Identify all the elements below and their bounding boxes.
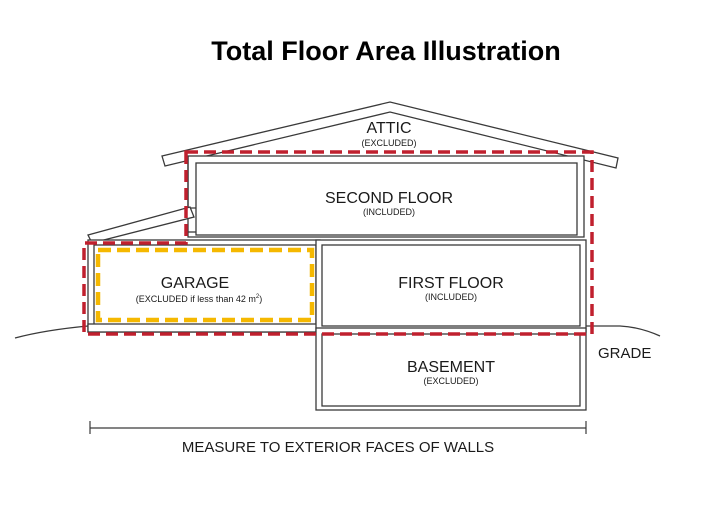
grade-label: GRADE bbox=[598, 345, 651, 362]
garage-status-text: (EXCLUDED if less than 42 m bbox=[136, 294, 256, 304]
garage-excluded-boundary bbox=[95, 247, 315, 323]
dimension-line bbox=[89, 421, 587, 434]
garage-label: GARAGE bbox=[161, 275, 229, 292]
garage-walls bbox=[87, 239, 321, 333]
garage-status-sup: 2 bbox=[256, 294, 260, 300]
ground-line-right bbox=[586, 325, 661, 337]
garage-status: (EXCLUDED if less than 42 m2) bbox=[136, 294, 262, 304]
attic-status: (EXCLUDED) bbox=[361, 138, 416, 148]
second-floor-label: SECOND FLOOR bbox=[325, 190, 453, 207]
diagram-title: Total Floor Area Illustration bbox=[211, 36, 561, 66]
first-floor-status: (INCLUDED) bbox=[425, 292, 477, 302]
included-area-boundary bbox=[82, 150, 594, 336]
ground-line-left bbox=[14, 325, 89, 339]
attic-label: ATTIC bbox=[366, 120, 411, 137]
garage-roof bbox=[87, 206, 196, 244]
garage-status-end: ) bbox=[259, 294, 262, 304]
second-floor-status: (INCLUDED) bbox=[363, 207, 415, 217]
basement-label: BASEMENT bbox=[407, 359, 495, 376]
basement-walls bbox=[315, 327, 587, 411]
first-floor-label: FIRST FLOOR bbox=[398, 275, 504, 292]
first-floor-walls bbox=[315, 239, 587, 333]
roof bbox=[161, 101, 619, 169]
measure-caption: MEASURE TO EXTERIOR FACES OF WALLS bbox=[182, 439, 494, 456]
basement-status: (EXCLUDED) bbox=[423, 376, 478, 386]
second-floor-walls bbox=[187, 155, 585, 238]
